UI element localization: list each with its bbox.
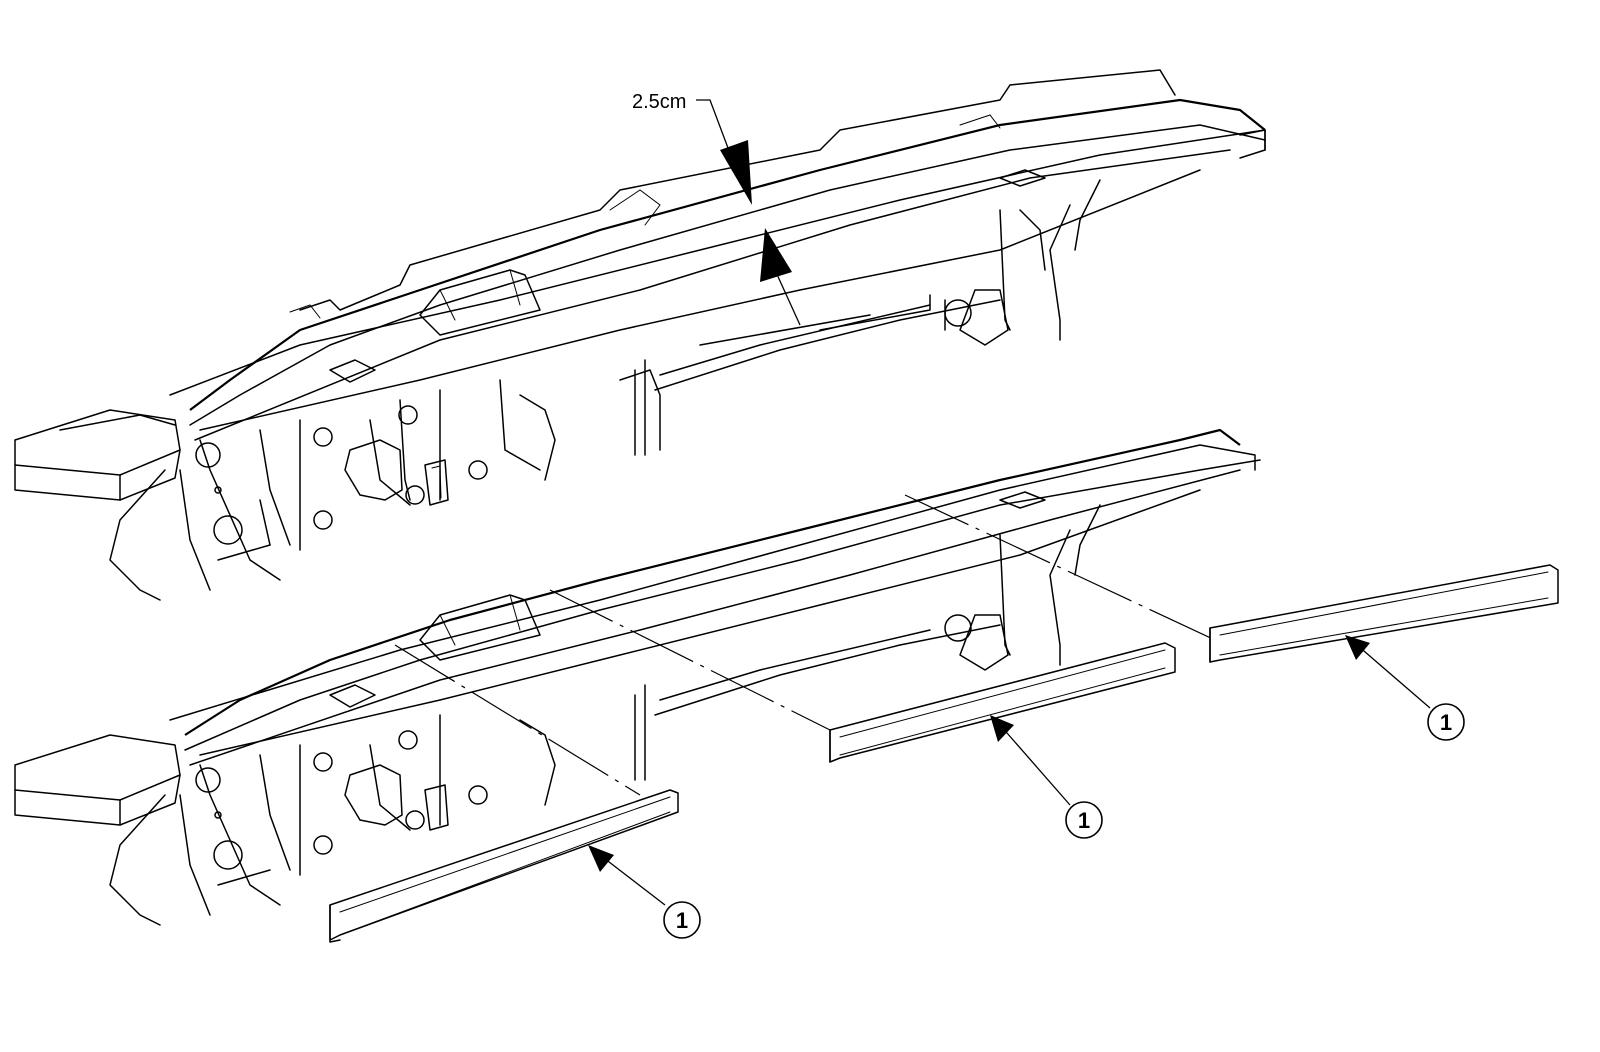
projection-lines <box>394 494 1216 796</box>
dimension-arrow-down-icon <box>720 140 752 205</box>
callout-label: 1 <box>1078 808 1090 833</box>
callout-circle <box>1065 801 1103 839</box>
dimension-indicator: 2.5cm <box>632 91 801 326</box>
callout-circle <box>1427 703 1465 741</box>
dimension-arrow-up-icon <box>760 228 792 282</box>
callout-label: 1 <box>1440 710 1452 735</box>
callout-label: 1 <box>676 908 688 933</box>
callout-middle: 1 <box>990 715 1103 839</box>
dimension-label: 2.5cm <box>632 91 686 113</box>
reinforcement-strip-middle <box>829 642 1176 763</box>
reinforcement-strip-left <box>329 789 679 943</box>
callout-arrow-icon <box>1345 635 1370 660</box>
callout-right: 1 <box>1345 635 1465 741</box>
upper-rail-assembly <box>14 69 1266 601</box>
callout-arrow-icon <box>588 845 614 872</box>
reinforcement-strip-right <box>1209 564 1559 663</box>
callout-left: 1 <box>588 845 701 939</box>
lower-rail-assembly <box>14 428 1261 926</box>
callout-arrow-icon <box>990 715 1014 742</box>
callout-circle <box>663 901 701 939</box>
